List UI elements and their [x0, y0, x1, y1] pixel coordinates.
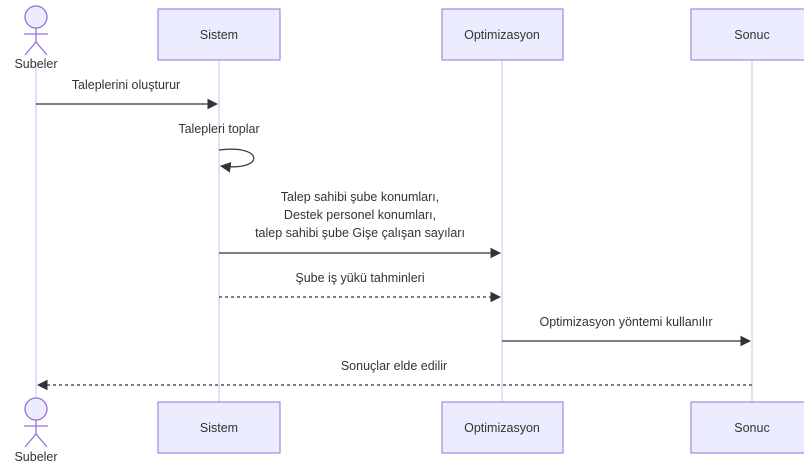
- message-arrow: [218, 148, 255, 173]
- participant-label: Optimizasyon: [464, 421, 540, 435]
- participant-sistem-top: Sistem: [157, 8, 281, 61]
- participant-optimizasyon-bottom: Optimizasyon: [441, 401, 564, 454]
- actor-label: Subeler: [14, 57, 57, 71]
- actor-figure-icon: [24, 5, 48, 56]
- participant-label: Sonuc: [734, 421, 769, 435]
- message-5: Optimizasyon yöntemi kullanılır: [502, 315, 752, 347]
- message-label: Sonuçlar elde edilir: [341, 359, 447, 373]
- message-label: Optimizasyon yöntemi kullanılır: [540, 315, 713, 329]
- message-label: Talep sahibi şube konumları,: [281, 190, 439, 204]
- message-3: Talep sahibi şube konumları, Destek pers…: [219, 190, 502, 259]
- participant-sistem-bottom: Sistem: [157, 401, 281, 454]
- actor-figure-icon: [24, 397, 48, 448]
- participant-optimizasyon-top: Optimizasyon: [441, 8, 564, 61]
- actor-label: Subeler: [14, 450, 57, 464]
- message-label: Şube iş yükü tahminleri: [295, 271, 424, 285]
- participant-label: Sistem: [200, 28, 238, 42]
- participant-label: Sistem: [200, 421, 238, 435]
- actor-subeler-top: Subeler: [14, 5, 58, 71]
- message-label: talep sahibi şube Gişe çalışan sayıları: [255, 226, 465, 240]
- participant-sonuc-bottom: Sonuc: [690, 401, 804, 454]
- message-1: Taleplerini oluşturur: [36, 78, 219, 110]
- participant-label: Optimizasyon: [464, 28, 540, 42]
- message-4: Şube iş yükü tahminleri: [219, 271, 502, 303]
- message-label: Destek personel konumları,: [284, 208, 436, 222]
- message-label: Taleplerini oluşturur: [72, 78, 180, 92]
- message-label: Talepleri toplar: [178, 122, 259, 136]
- message-2: Talepleri toplar: [178, 122, 260, 173]
- actor-subeler-bottom: Subeler: [14, 397, 58, 464]
- participant-label: Sonuc: [734, 28, 769, 42]
- participant-sonuc-top: Sonuc: [690, 8, 804, 61]
- message-6: Sonuçlar elde edilir: [36, 359, 752, 391]
